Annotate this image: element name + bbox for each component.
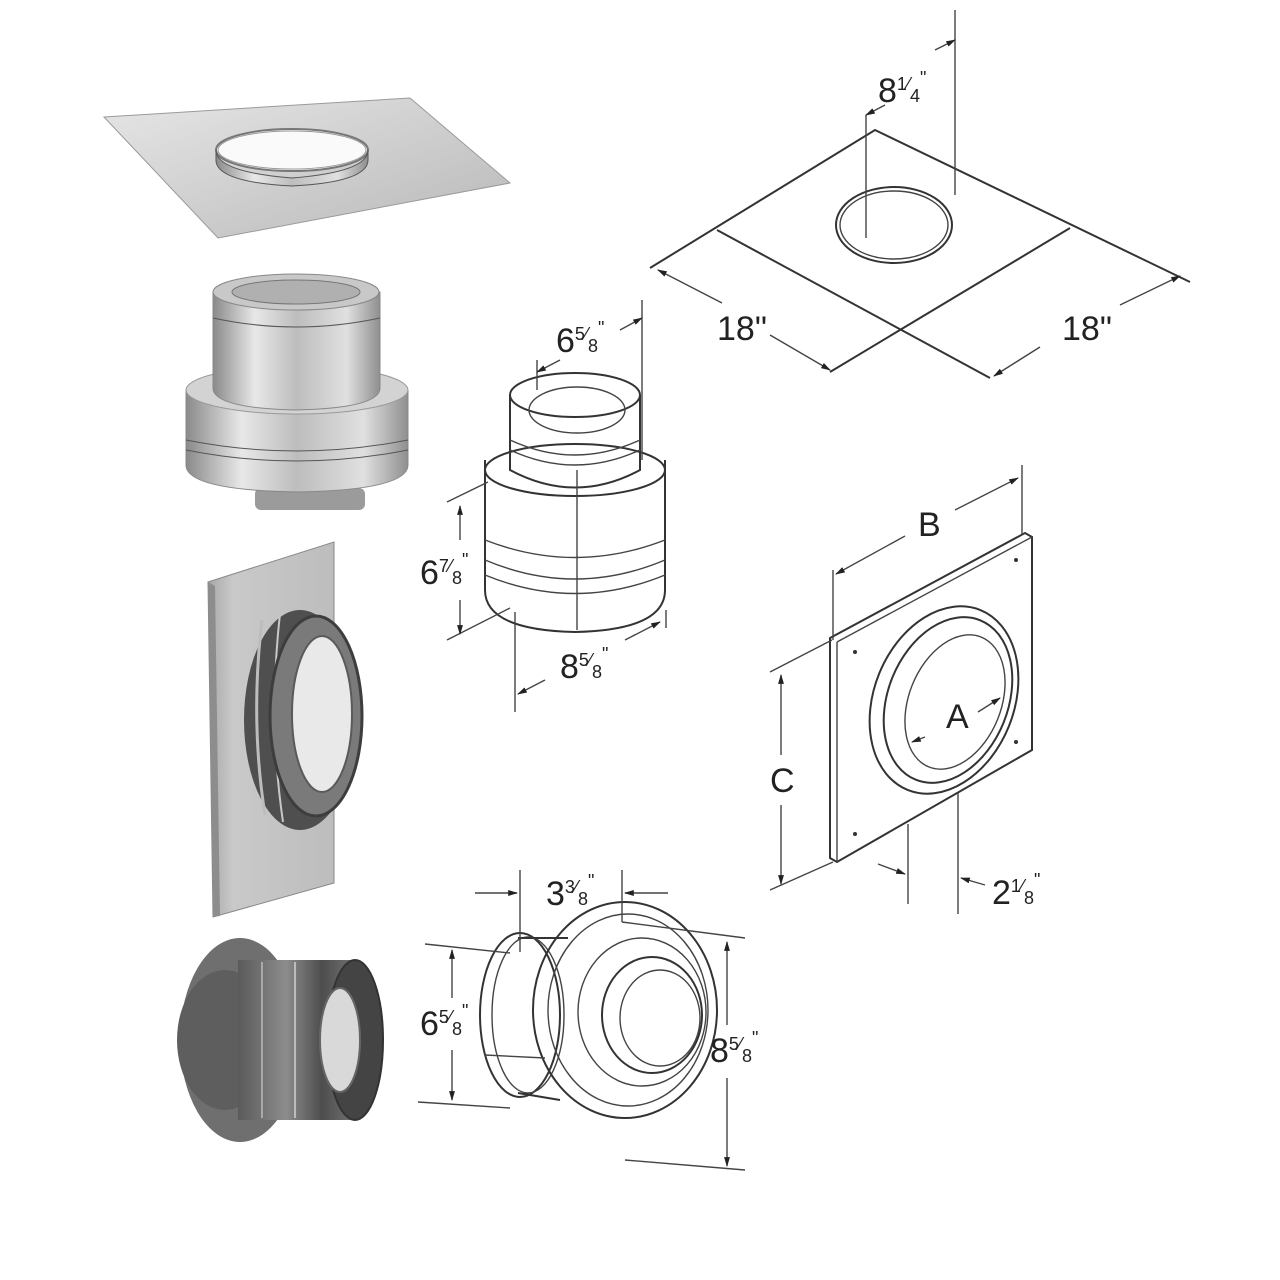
wall-plate-opening-label: A (946, 698, 969, 736)
ceiling-support-plate-photo (102, 97, 512, 239)
ceiling-plate-collar-dimension: 81⁄4" (878, 68, 926, 110)
wall-plate-height-label: C (770, 762, 795, 800)
round-adapter-inner-diameter: 65⁄8" (420, 1001, 468, 1043)
wall-thimble-plate-photo (207, 541, 364, 918)
round-adapter-outer-diameter: 85⁄8" (710, 1028, 758, 1070)
ceiling-plate-width-left: 18" (717, 310, 767, 348)
round-adapter-depth: 33⁄8" (546, 871, 594, 913)
adapter-drawing: 65⁄8" 67⁄8" 85⁄8" (420, 300, 667, 712)
adapter-bottom-diameter: 85⁄8" (560, 644, 608, 686)
wall-plate-depth-dimension: 21⁄8" (992, 870, 1040, 912)
round-support-adapter-photo (177, 938, 384, 1142)
adapter-height: 67⁄8" (420, 550, 468, 592)
wall-plate-width-label: B (918, 506, 941, 544)
adapter-top-diameter: 65⁄8" (556, 318, 604, 360)
ceiling-plate-drawing: 81⁄4" 18" 18" (649, 10, 1191, 379)
wall-plate-drawing: A B C 21⁄8" (769, 465, 1040, 914)
round-adapter-drawing: 33⁄8" 65⁄8" 85⁄8" (417, 870, 758, 1171)
ceiling-plate-width-right: 18" (1062, 310, 1112, 348)
chimney-adapter-photo (185, 273, 409, 510)
